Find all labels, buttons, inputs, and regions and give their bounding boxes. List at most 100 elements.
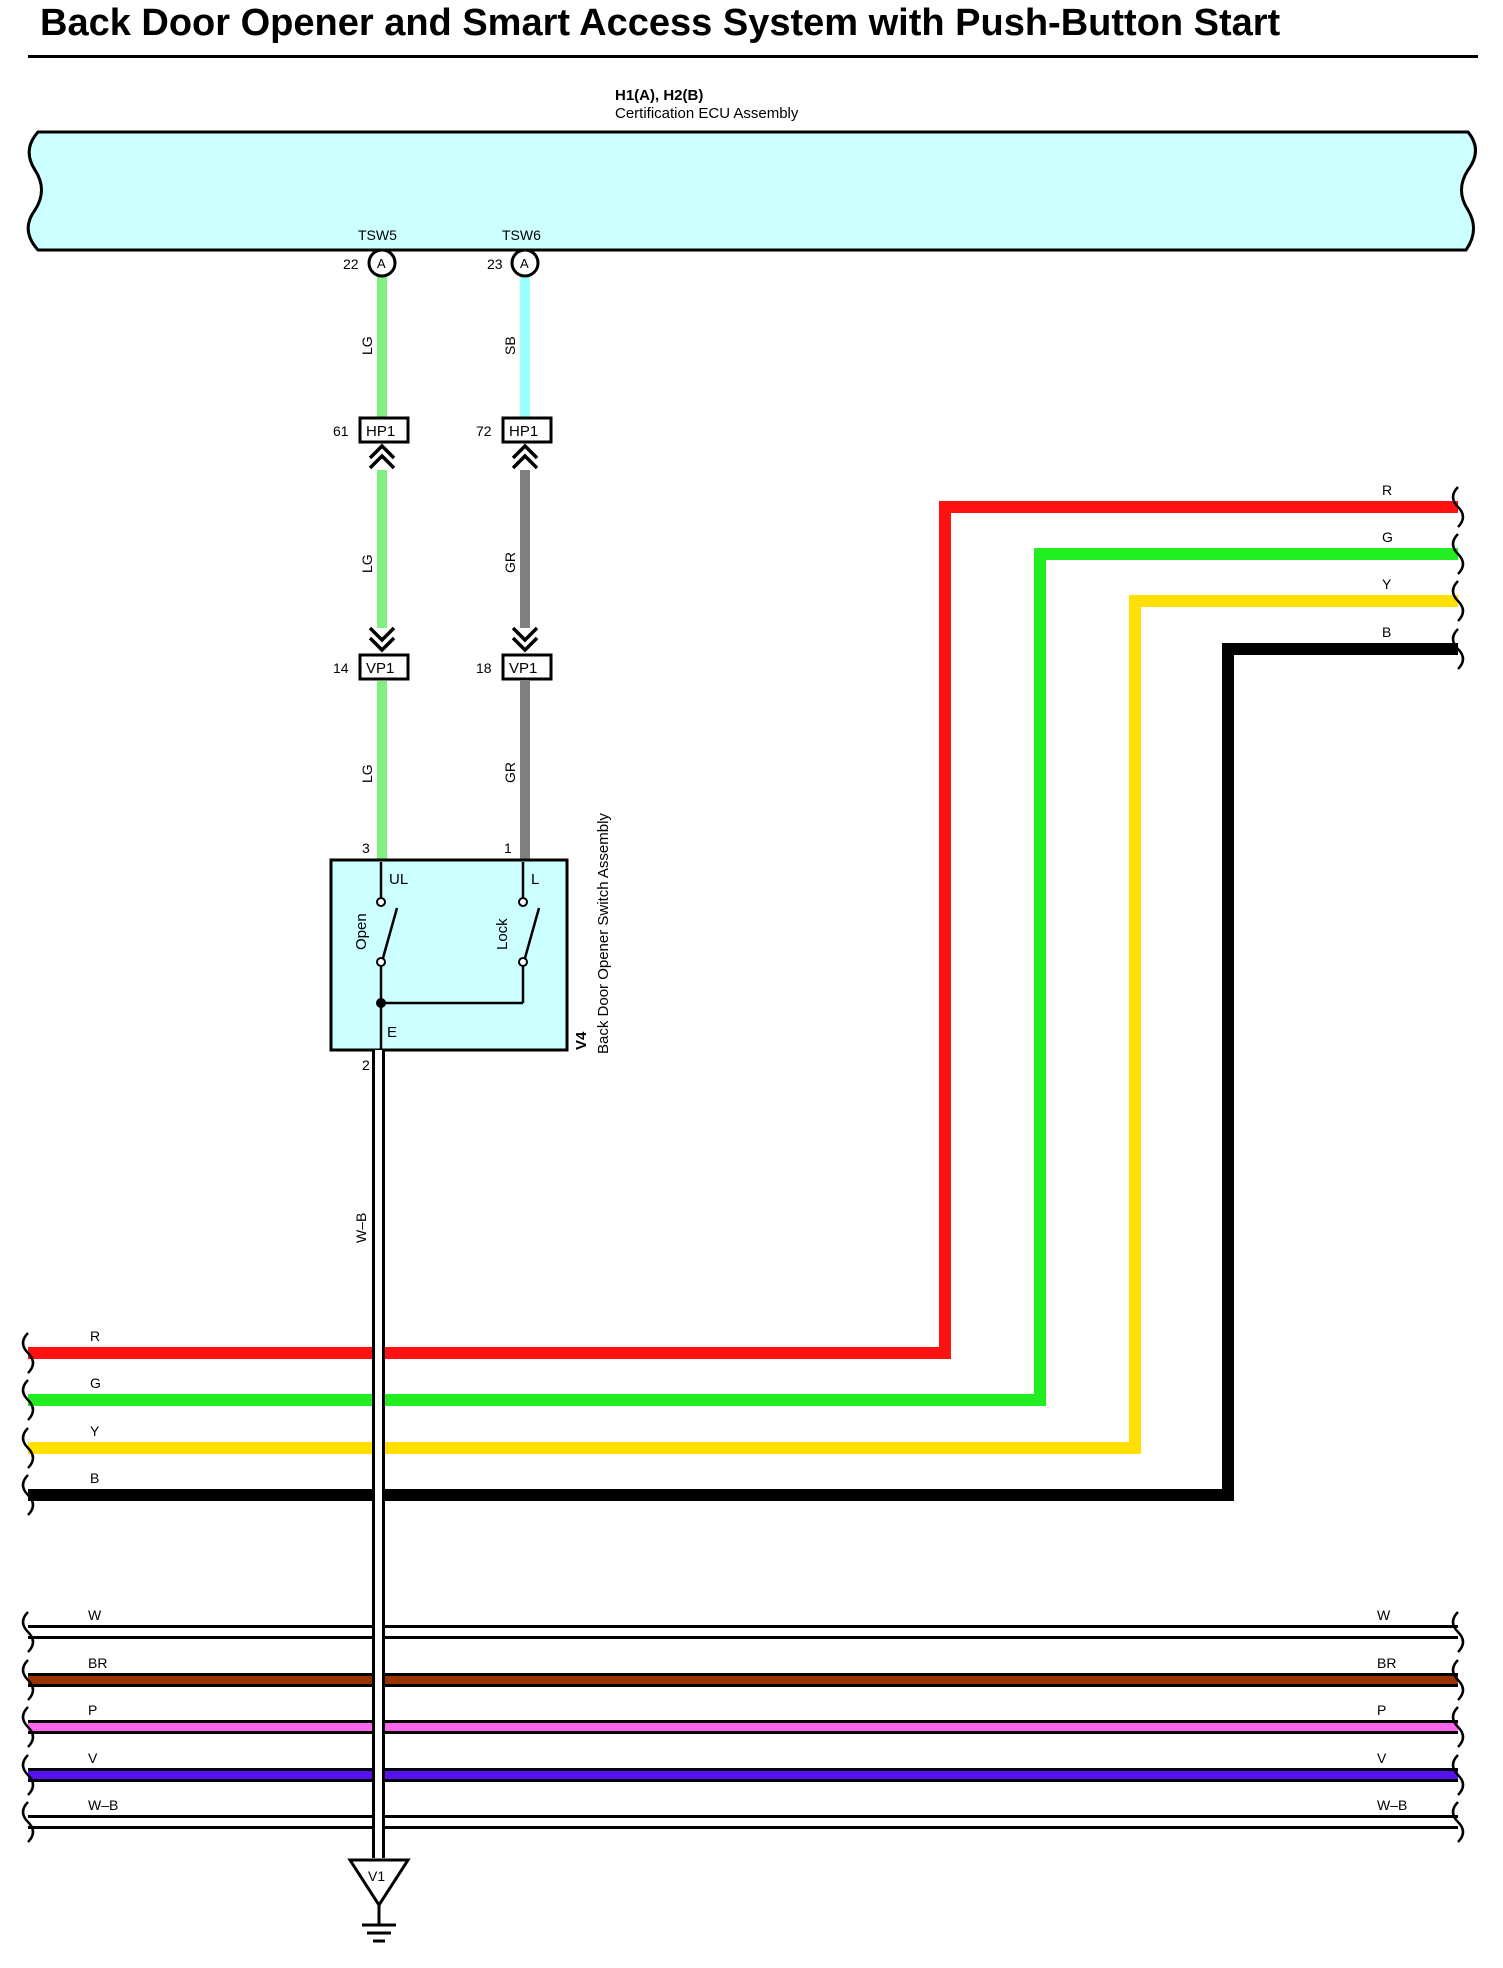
ground-triangle (347, 1858, 411, 1908)
wire-break-mark (21, 1379, 35, 1421)
wire-r-label-right: R (1382, 482, 1392, 498)
wire-r-bus (28, 501, 1458, 1359)
wire-lg-upper (377, 274, 387, 420)
wire-gr-mid-label: GR (502, 552, 518, 573)
terminal-tsw5-tag: A (377, 256, 386, 271)
switch-label-open: Open (353, 913, 370, 950)
connector-hp1-lg-box (358, 416, 410, 444)
terminal-tsw5-name: TSW5 (358, 227, 397, 243)
certification-ecu-assembly: H1(A), H2(B) Certification ECU Assembly (26, 87, 1477, 252)
connector-vp1-lg-box (358, 653, 410, 681)
wire-break-mark (1451, 1801, 1465, 1843)
wire-break-mark (1451, 533, 1465, 575)
wire-br-label-left: BR (88, 1655, 107, 1671)
wire-break-mark (21, 1754, 35, 1796)
wire-break-mark (1451, 1754, 1465, 1796)
wire-b-label-right: B (1382, 624, 1391, 640)
wire-break-mark (21, 1332, 35, 1374)
connector-hp1-gr: 72 HP1 (476, 416, 553, 470)
bus-group-1: R R G G Y Y B B (21, 482, 1465, 1516)
terminal-tsw6-name: TSW6 (502, 227, 541, 243)
wire-break-mark (1451, 1611, 1465, 1653)
connector-vp1-gr: 18 VP1 (476, 626, 553, 681)
terminal-tsw5-pin-circle (367, 248, 397, 278)
wire-break-mark (1451, 580, 1465, 622)
wire-break-mark (21, 1611, 35, 1653)
wire-b-label-left: B (90, 1470, 99, 1486)
wire-br-bus (28, 1676, 1458, 1684)
wire-break-mark (21, 1474, 35, 1516)
switch-name: Back Door Opener Switch Assembly (595, 813, 612, 1054)
wire-w-label-left: W (88, 1607, 102, 1623)
wire-b-bus (28, 643, 1458, 1501)
wire-sb-upper-label: SB (502, 336, 518, 355)
wire-w-label-right: W (1377, 1607, 1391, 1623)
ground-ref: V1 (368, 1868, 385, 1884)
wire-y-label-left: Y (90, 1423, 100, 1439)
title-underline (28, 55, 1478, 58)
connector-hp1-gr-chevron (511, 443, 539, 470)
switch-pin-l: 1 (504, 840, 512, 856)
page-title: Back Door Opener and Smart Access System… (40, 2, 1281, 44)
switch-label-lock: Lock (494, 918, 511, 950)
connector-hp1-gr-box (501, 416, 553, 444)
ecu-ref: H1(A), H2(B) (615, 87, 703, 104)
wire-v-label-left: V (88, 1750, 98, 1766)
wire-w-b-label-left: W–B (88, 1797, 118, 1813)
wire-break-mark (1451, 1659, 1465, 1701)
wire-y-bus (28, 595, 1458, 1454)
connector-vp1-lg-name: VP1 (366, 660, 394, 677)
back-door-opener-switch-assembly: 3 1 UL L Open Lock E 2 V4 Back Door Open… (329, 813, 612, 1073)
wire-gr-lower-label: GR (502, 762, 518, 783)
switch-body (329, 858, 569, 1052)
connector-hp1-gr-pin: 72 (476, 423, 492, 439)
wire-lg-mid-label: LG (359, 554, 375, 573)
wire-lg-mid (377, 470, 387, 628)
wire-gr-mid (520, 470, 530, 628)
ecu-body (26, 130, 1477, 252)
wire-v-bus (28, 1771, 1458, 1779)
terminal-tsw5-pin: 22 (343, 256, 359, 272)
wire-p-label-right: P (1377, 1702, 1386, 1718)
connector-vp1-lg: 14 VP1 (333, 626, 410, 681)
wire-r-label-left: R (90, 1328, 100, 1344)
connector-hp1-lg-chevron (368, 443, 396, 470)
wire-w-b-bus (28, 1818, 1458, 1826)
switch-pin-e: 2 (362, 1057, 370, 1073)
terminal-tsw6-pin-circle (510, 248, 540, 278)
ground-v1: V1 (347, 1858, 411, 1943)
wire-p-bus (28, 1723, 1458, 1731)
wire-break-mark (1451, 628, 1465, 670)
wire-gr-lower (520, 681, 530, 861)
connector-vp1-gr-pin: 18 (476, 660, 492, 676)
wire-w-bus (28, 1628, 1458, 1636)
wire-break-mark (21, 1801, 35, 1843)
wire-g-label-right: G (1382, 529, 1393, 545)
wire-break-mark (1451, 486, 1465, 528)
switch-terminal-e: E (387, 1024, 397, 1041)
wire-g-label-left: G (90, 1375, 101, 1391)
connector-hp1-lg: 61 HP1 (333, 416, 410, 470)
switch-open-contact (381, 907, 399, 959)
wire-break-mark (1451, 1706, 1465, 1748)
ground-wire-label: W–B (353, 1213, 369, 1243)
ground-wire-w-b: W–B (353, 1050, 385, 1858)
ecu-name: Certification ECU Assembly (615, 105, 799, 122)
wire-break-mark (21, 1427, 35, 1469)
wire-break-mark (21, 1706, 35, 1748)
connector-vp1-gr-chevron (511, 626, 539, 653)
wire-lg-upper-label: LG (359, 336, 375, 355)
connector-hp1-lg-pin: 61 (333, 423, 349, 439)
connector-vp1-gr-name: VP1 (509, 660, 537, 677)
wire-p-label-left: P (88, 1702, 97, 1718)
wire-w-b-label-right: W–B (1377, 1797, 1407, 1813)
connector-vp1-lg-chevron (368, 626, 396, 653)
connector-vp1-lg-pin: 14 (333, 660, 349, 676)
wire-br-label-right: BR (1377, 1655, 1396, 1671)
terminal-tsw5: TSW5 22 A (343, 227, 397, 278)
switch-terminal-ul: UL (389, 871, 408, 888)
connector-vp1-gr-box (501, 653, 553, 681)
connector-hp1-gr-name: HP1 (509, 423, 538, 440)
wire-y-label-right: Y (1382, 576, 1392, 592)
